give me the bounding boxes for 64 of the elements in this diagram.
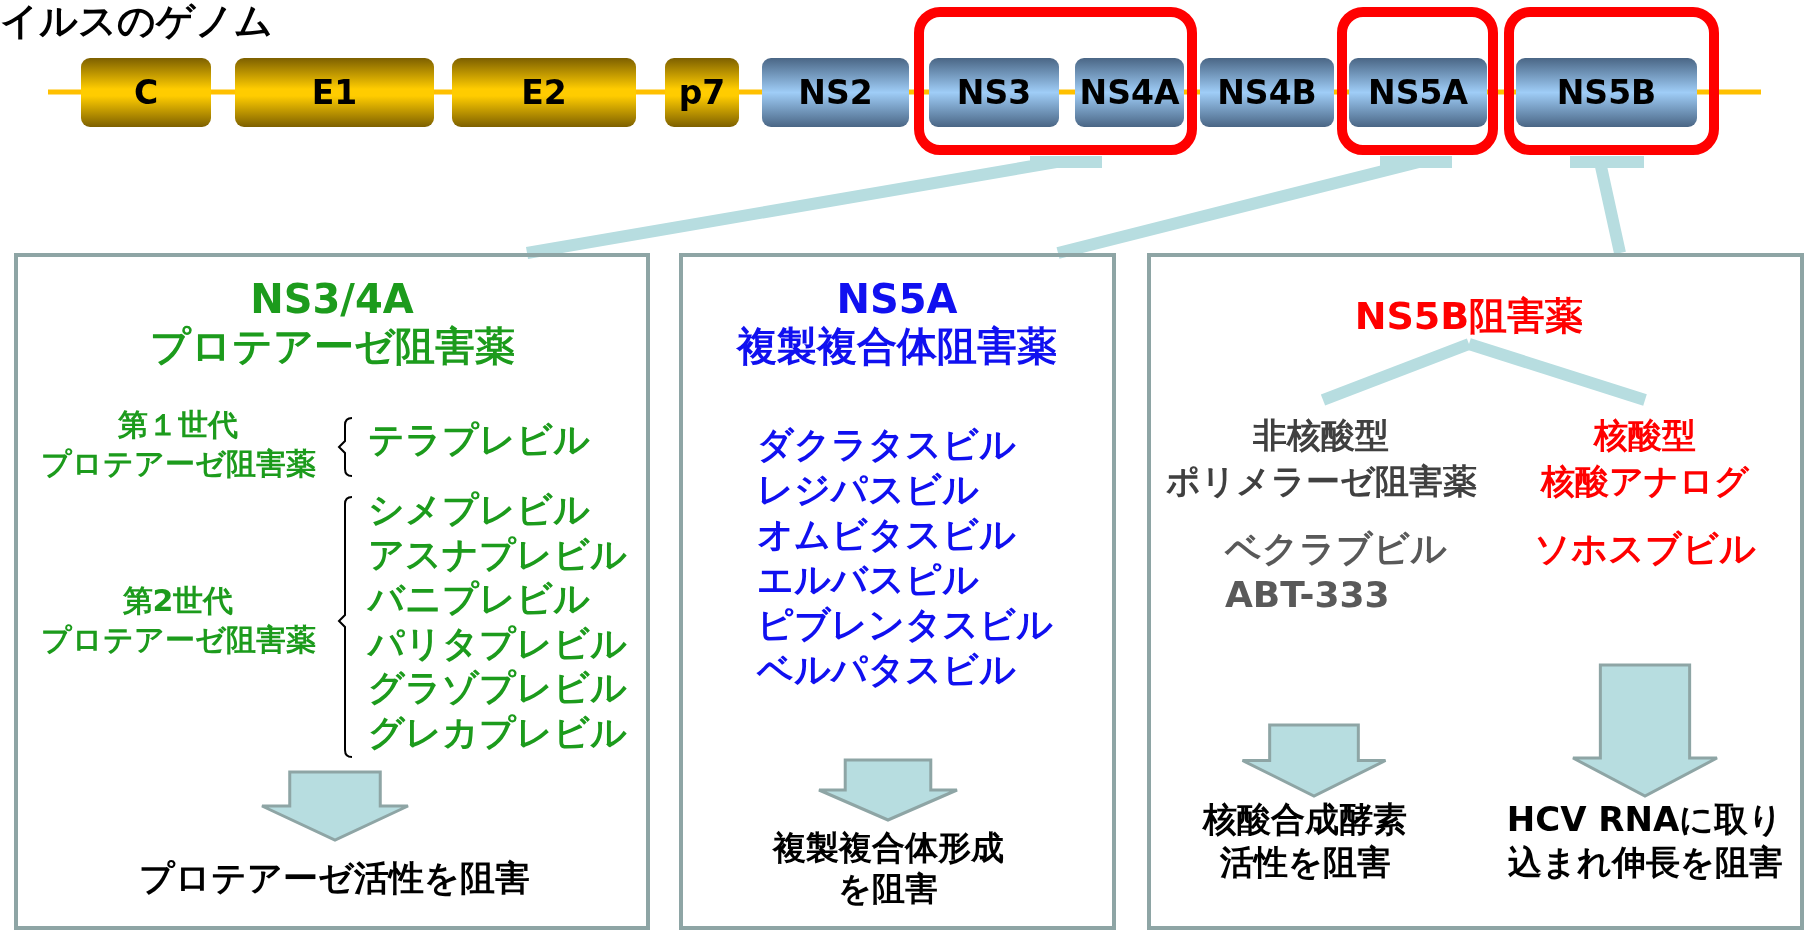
drug-name: バニプレビル — [368, 577, 591, 622]
panel-heading: プロテアーゼ阻害薬 — [148, 322, 516, 370]
drug-class-label: 核酸アナログ — [1539, 460, 1751, 503]
generation-label: 第2世代 — [121, 582, 235, 620]
block-arrow — [1571, 663, 1719, 798]
generation-label: プロテアーゼ阻害薬 — [39, 621, 317, 659]
category-panel — [14, 253, 650, 930]
block-arrow — [817, 758, 959, 822]
branch-line — [1320, 338, 1472, 406]
drug-name: エルバスピル — [757, 558, 980, 602]
genome-line — [211, 89, 235, 95]
drug-name: アスナプレビル — [368, 532, 628, 577]
effect-text: 核酸合成酵素活性を阻害 — [1201, 798, 1408, 884]
gene-segment: C — [81, 58, 211, 127]
genome-line — [1059, 89, 1075, 95]
drug-name: ベルパタスビル — [757, 648, 1017, 692]
drug-name: ABT-333 — [1225, 573, 1391, 617]
drug-name: パリタプレビル — [368, 621, 628, 666]
category-panel — [679, 253, 1116, 930]
genome-line — [636, 89, 665, 95]
drug-class-label: 核酸型 — [1592, 414, 1697, 457]
generation-label: プロテアーゼ阻害薬 — [39, 445, 317, 483]
effect-text: プロテアーゼ活性を阻害 — [137, 857, 531, 900]
genome-line — [909, 89, 929, 95]
drug-class-label: ポリメラーゼ阻害薬 — [1164, 460, 1478, 503]
gene-segment: NS5B — [1516, 58, 1697, 127]
category-panel — [1147, 253, 1804, 930]
highlight-frame — [914, 7, 1197, 155]
panel-heading: 複製複合体阻害薬 — [735, 322, 1058, 370]
genome-line — [1697, 89, 1761, 95]
drug-name: ベクラブビル — [1225, 527, 1448, 571]
gene-segment: E1 — [235, 58, 434, 127]
gene-segment: p7 — [665, 58, 739, 127]
genome-line — [739, 89, 762, 95]
drug-name: テラプレビル — [368, 418, 591, 462]
highlight-frame — [1337, 7, 1498, 155]
gene-segment: NS4B — [1200, 58, 1334, 127]
effect-text: 複製複合体形成を阻害 — [771, 827, 1005, 909]
drug-name: ソホスブビル — [1533, 527, 1757, 571]
block-arrow — [1241, 723, 1387, 798]
title: イルスのゲノム — [0, 0, 273, 45]
drug-name: シメプレビル — [368, 488, 591, 532]
branch-line — [1467, 338, 1647, 406]
effect-text: HCV RNAに取り込まれ伸長を阻害 — [1505, 798, 1785, 884]
gene-segment: NS3 — [929, 58, 1059, 127]
block-arrow — [260, 770, 410, 842]
gene-segment: NS4A — [1075, 58, 1184, 127]
panel-heading: NS3/4A — [249, 275, 415, 323]
drug-class-label: 非核酸型 — [1252, 414, 1390, 457]
drug-name: グラゾプレビル — [368, 666, 628, 711]
drug-name: オムビタスビル — [757, 513, 1017, 557]
drug-name: ピブレンタスビル — [757, 603, 1054, 647]
drug-name: レジパスビル — [757, 468, 980, 512]
gene-segment: NS5A — [1349, 58, 1487, 127]
highlight-frame — [1504, 7, 1719, 155]
gene-segment: NS2 — [762, 58, 909, 127]
drug-name: ダクラタスビル — [757, 423, 1017, 467]
gene-segment: E2 — [452, 58, 636, 127]
generation-label: 第１世代 — [117, 406, 239, 444]
drug-name: グレカプレビル — [368, 711, 628, 755]
genome-line — [48, 89, 81, 95]
genome-line — [434, 89, 452, 95]
panel-heading: NS5B阻害薬 — [1353, 293, 1585, 340]
panel-heading: NS5A — [835, 275, 959, 323]
